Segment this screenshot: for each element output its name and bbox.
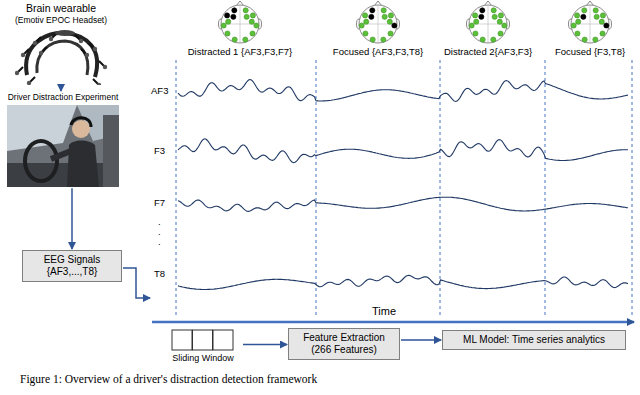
head-map xyxy=(357,1,400,43)
channel-label: . xyxy=(158,236,161,247)
node-text: EEG Signals {AF3,...,T8} xyxy=(28,254,116,278)
state-label: Focused {F3,T8} xyxy=(555,46,625,57)
eeg-trace xyxy=(178,139,628,163)
window-squares xyxy=(171,329,235,351)
flow-arrow xyxy=(71,188,73,249)
node-text: Sliding Window xyxy=(164,353,242,364)
flow-arrow xyxy=(60,86,62,91)
eeg-trace xyxy=(178,197,628,211)
head-map xyxy=(569,1,612,43)
channel-label: . xyxy=(158,216,161,227)
channel-label: F7 xyxy=(154,197,165,208)
state-label: Distracted 2{AF3,F3} xyxy=(444,46,532,57)
illustration-panel: Brain wearable(Emotiv EPOC Headset) xyxy=(4,2,118,85)
channel-label: F3 xyxy=(154,145,165,156)
sliding-window: Sliding Window xyxy=(164,329,242,364)
time-axis xyxy=(152,321,634,324)
signal-arrow xyxy=(123,268,150,298)
illustration-panel: Driver Distraction Experiment xyxy=(4,92,122,187)
node-text: ML Model: Time series analytics xyxy=(448,334,620,346)
eeg-waveforms xyxy=(178,80,628,290)
node-text: Driver Distraction Experiment xyxy=(4,92,122,102)
node-text: (Emotiv EPOC Headset) xyxy=(4,15,118,25)
flow-arrow xyxy=(243,344,287,346)
state-label: Distracted 1 {AF3,F3,F7} xyxy=(188,46,293,57)
channel-label: AF3 xyxy=(151,85,168,96)
node-text: Brain wearable xyxy=(4,2,118,15)
process-box: Feature Extraction (266 Features) xyxy=(288,328,400,360)
car-photo xyxy=(7,105,119,187)
process-box: ML Model: Time series analytics xyxy=(442,330,626,350)
headset-illustration xyxy=(7,27,115,85)
head-maps xyxy=(219,1,612,43)
axis-label: Time xyxy=(372,305,396,317)
flow-arrow xyxy=(401,339,441,341)
eeg-trace xyxy=(178,80,628,102)
segment-dividers xyxy=(176,60,632,318)
node-text: Feature Extraction (266 Features) xyxy=(294,332,394,356)
state-label: Focused {AF3,F3,T8} xyxy=(333,46,423,57)
channel-label: T8 xyxy=(154,268,165,279)
head-map xyxy=(219,1,262,43)
process-box: EEG Signals {AF3,...,T8} xyxy=(22,250,122,282)
figure-caption: Figure 1: Overview of a driver's distrac… xyxy=(20,373,317,385)
channel-label: . xyxy=(158,226,161,237)
eeg-trace xyxy=(178,275,628,289)
head-map xyxy=(467,1,510,43)
